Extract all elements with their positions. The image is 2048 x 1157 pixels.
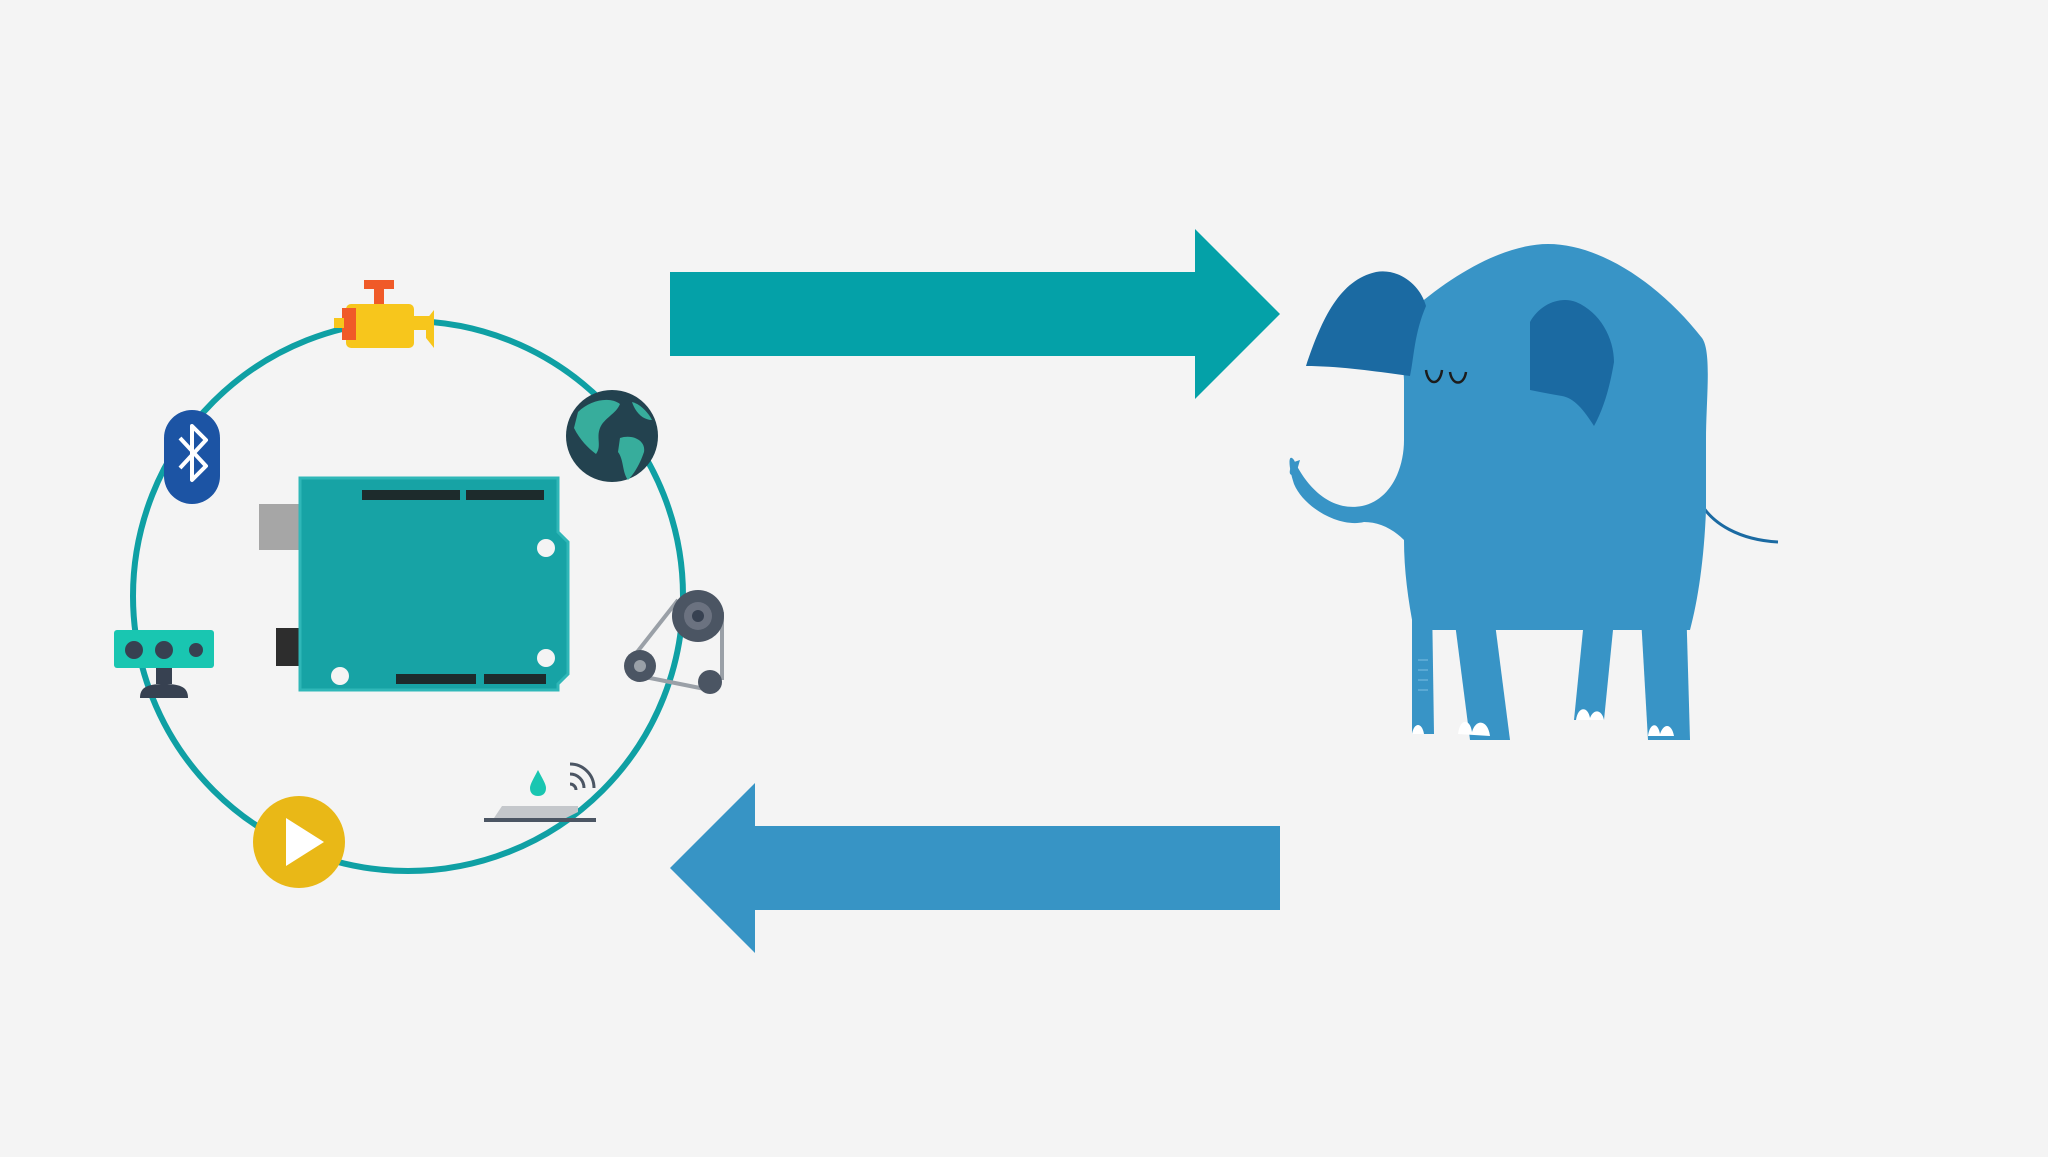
play-icon: [253, 796, 345, 888]
globe-icon: [566, 390, 658, 482]
arduino-board: [259, 476, 570, 692]
bluetooth-icon: [164, 410, 220, 504]
device-cycle: [114, 280, 724, 888]
moisture-sensor-icon: [484, 762, 596, 822]
arrow-right: [670, 229, 1280, 399]
motor-pulley-icon: [624, 590, 724, 694]
elephant-mascot: [1289, 244, 1779, 740]
arrow-left: [670, 783, 1280, 953]
ultrasonic-sensor-icon: [114, 630, 214, 698]
engine-icon: [334, 280, 434, 348]
